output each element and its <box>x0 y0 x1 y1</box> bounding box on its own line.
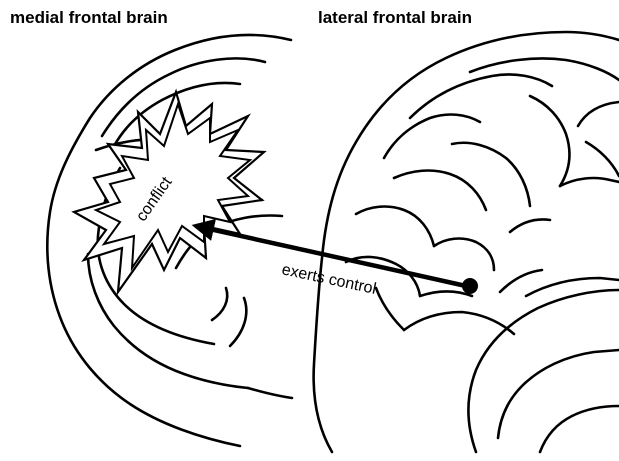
lateral-source-dot <box>462 278 478 294</box>
lateral-brain-outline <box>314 32 619 452</box>
control-pathway: exerts control <box>196 226 478 298</box>
control-label: exerts control <box>280 261 377 298</box>
conflict-starburst: conflict <box>74 92 264 292</box>
